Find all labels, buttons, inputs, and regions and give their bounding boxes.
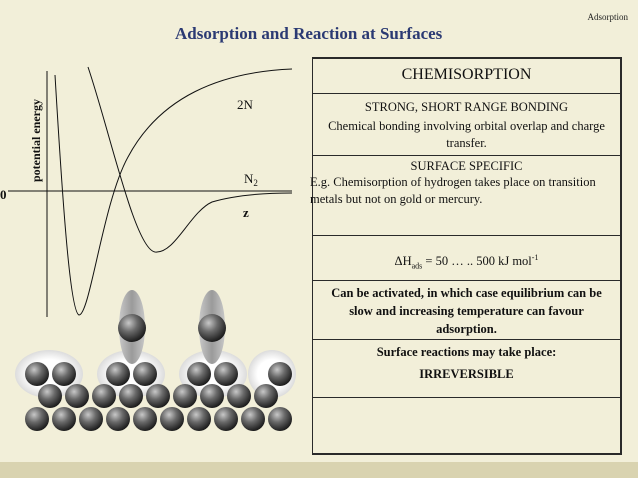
enthalpy-superscript: -1 [531,253,539,262]
bonding-title: STRONG, SHORT RANGE BONDING [364,100,569,114]
bonding-row: STRONG, SHORT RANGE BONDING Chemical bon… [313,93,620,156]
label-n2-subscript: 2 [253,178,258,188]
specific-example-line1: E.g. Chemisorption of hydrogen takes pla… [310,175,596,189]
surface-atoms [25,362,292,431]
enthalpy-subscript: ads [411,261,423,271]
table-heading: CHEMISORPTION [401,66,532,83]
table-heading-row: CHEMISORPTION [313,59,620,94]
enthalpy-text: ΔHads = 50 … .. 500 kJ mol-1 [313,235,620,289]
2n-curve [54,68,293,316]
activation-text: Can be activated, in which case equilibr… [331,286,602,336]
bottom-band [0,462,638,478]
potential-energy-diagram: potential energy 0 2N N2 z [0,57,314,462]
slide-title: Adsorption and Reaction at Surfaces [175,24,443,43]
label-2n: 2N [237,97,254,112]
bonding-detail: Chemical bonding involving orbital overl… [328,119,605,150]
reactions-line2: IRREVERSIBLE [419,367,514,381]
adsorbate-atom [118,314,146,342]
enthalpy-row: ΔHads = 50 … .. 500 kJ mol-1 [313,235,620,281]
specific-example-line2: metals but not on gold or mercury. [310,192,483,206]
reactions-line1: Surface reactions may take place: [376,345,557,359]
y-axis-label: potential energy [29,99,43,182]
label-n2: N2 [244,171,258,188]
empty-row [313,397,620,453]
specific-row: SURFACE SPECIFIC E.g. Chemisorption of h… [310,155,620,236]
corner-tag: Adsorption [587,12,629,22]
zero-label: 0 [0,187,7,202]
enthalpy-value: = 50 … .. 500 kJ mol [422,254,532,269]
n2-curve [87,66,293,253]
label-n2-base: N [244,171,254,186]
activation-row: Can be activated, in which case equilibr… [313,280,620,340]
adsorbate-atom [198,314,226,342]
reactions-row: Surface reactions may take place: IRREVE… [313,339,620,398]
label-z: z [243,205,249,220]
chemisorption-table: CHEMISORPTION STRONG, SHORT RANGE BONDIN… [310,57,622,455]
enthalpy-symbol: ΔH [394,254,412,269]
specific-title: SURFACE SPECIFIC [410,159,523,173]
